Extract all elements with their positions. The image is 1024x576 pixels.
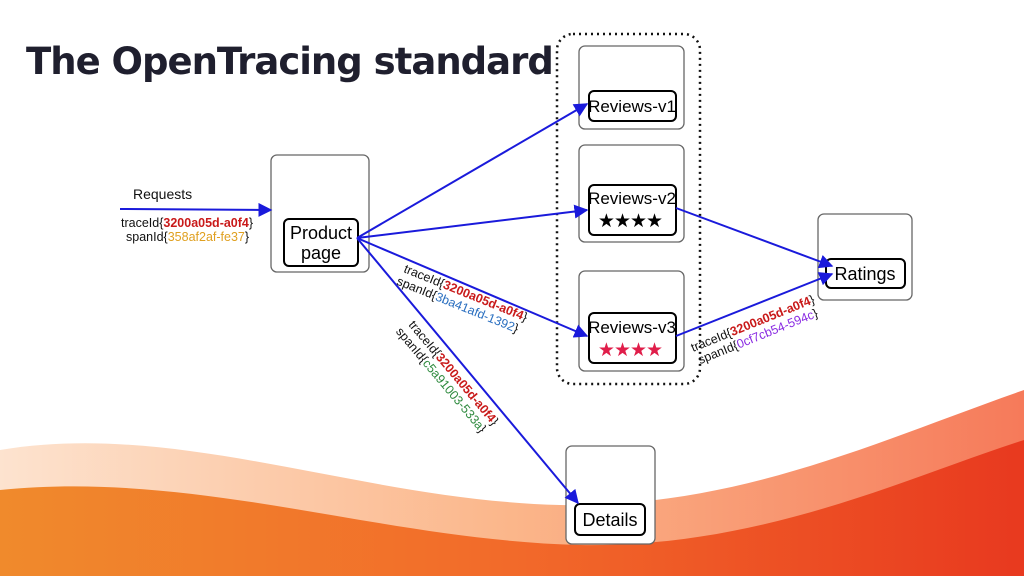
productpage-box [283,218,359,267]
reviews-v3-box [588,312,677,364]
details-label: Details [582,510,637,530]
reviews-v2-box [588,184,677,236]
page-title: The OpenTracing standard [26,40,554,83]
reviews-v2-label: Reviews-v2 [588,189,676,208]
arrow-productpage-to-reviews-v3 [356,237,589,338]
reviews-v3-node[interactable]: Reviews-v3 ★★★★ [578,270,685,372]
edge-label-details: traceId{3200a05d-a0f4} spanId{c5a91003-5… [393,318,502,435]
reviews-v2-stars: ★★★★ [598,210,662,232]
reviews-v1-box [588,90,677,122]
incoming-trace-value: 3200a05d-a0f4 [163,216,249,230]
incoming-trace-suffix: } [249,216,253,230]
reviews-v3-label: Reviews-v3 [588,318,676,337]
productpage-label-line2: page [301,243,341,263]
arrow-productpage-to-reviews-v2 [356,204,589,239]
edge-details-trace-id: traceId{3200a05d-a0f4} [406,318,502,428]
arrow-incoming-request [119,202,273,217]
arrow-productpage-to-reviews-v1 [356,103,589,239]
incoming-span-id: spanId{358af2af-fe37} [126,230,249,244]
details-box [574,503,646,536]
reviews-v1-label: Reviews-v1 [588,97,676,116]
arrow-productpage-to-details [356,237,579,505]
ratings-node[interactable]: Ratings [817,213,913,301]
ratings-label: Ratings [834,264,895,284]
incoming-trace-prefix: traceId{ [121,216,163,230]
productpage-node[interactable]: Product page [270,154,370,273]
reviews-v2-node[interactable]: Reviews-v2 ★★★★ [578,144,685,243]
arrow-reviews-v2-to-ratings [675,207,834,269]
incoming-trace-id: traceId{3200a05d-a0f4} [121,216,253,230]
incoming-span-value: 358af2af-fe37 [168,230,245,244]
reviews-group-boundary [555,32,702,386]
reviews-v1-node[interactable]: Reviews-v1 [578,45,685,130]
details-node[interactable]: Details [565,445,656,545]
edge-v3-trace-suffix: } [520,310,529,325]
requests-label: Requests [133,186,192,202]
edge-ratings-trace-suffix: } [807,292,816,307]
edge-v3-span-suffix: } [511,321,520,336]
arrow-reviews-v3-to-ratings [675,272,834,337]
productpage-label-line1: Product [290,223,352,243]
wave-dark-band [0,440,1024,576]
incoming-span-prefix: spanId{ [126,230,168,244]
reviews-v3-stars: ★★★★ [598,339,662,361]
incoming-span-suffix: } [245,230,249,244]
edge-ratings-span-suffix: } [811,306,820,321]
